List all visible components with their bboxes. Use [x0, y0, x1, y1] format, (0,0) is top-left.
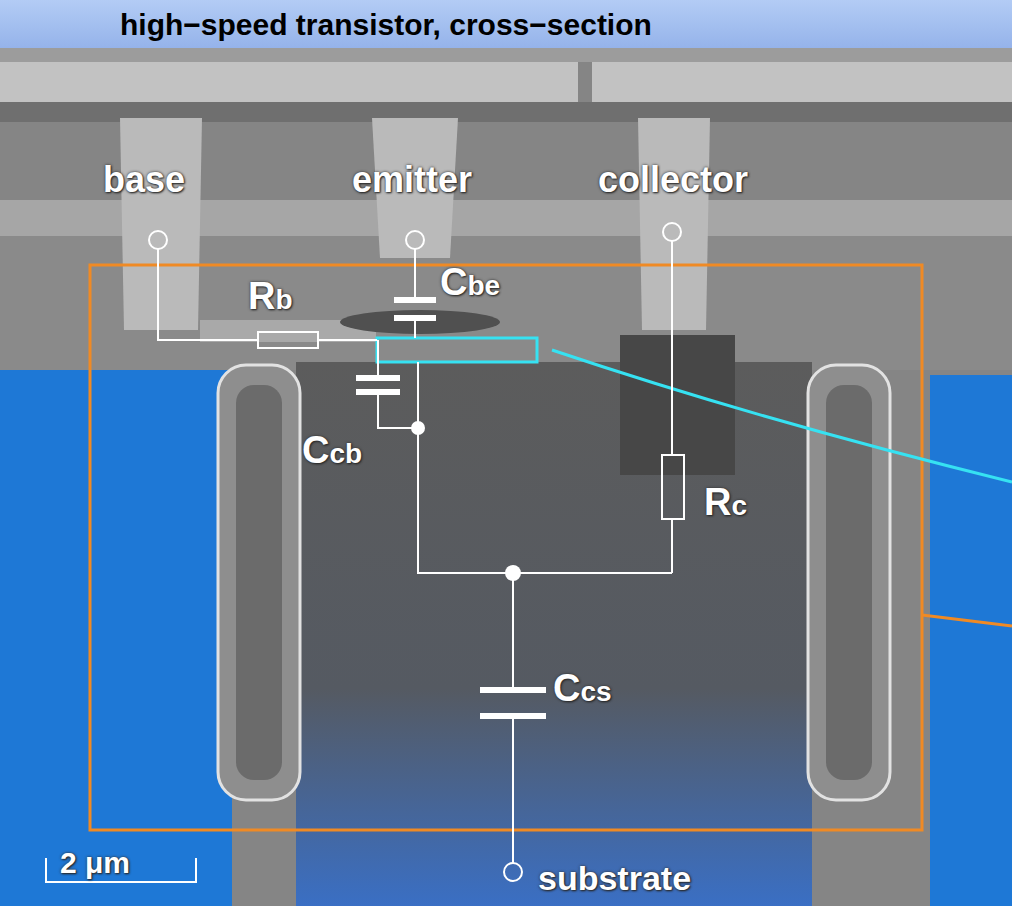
base-terminal [149, 231, 167, 249]
collector-contact [638, 118, 710, 330]
junction-dot [411, 421, 425, 435]
component-label: Ccb [302, 430, 362, 472]
wire [671, 519, 673, 573]
wire [418, 362, 672, 573]
resistor-symbol [258, 332, 318, 348]
substrate-region [930, 375, 1012, 906]
terminal-name: base [103, 160, 185, 200]
sem-ground [0, 48, 1012, 906]
title-text: high−speed transistor, cross−section [120, 8, 652, 41]
wire [512, 716, 514, 863]
junction-dot [505, 565, 521, 581]
region-frame [90, 265, 922, 830]
component-label: Ccs [553, 668, 612, 710]
capacitor-symbol [480, 713, 546, 719]
trench-fill [236, 385, 282, 780]
title-bar [0, 0, 1012, 48]
deep-trench [808, 365, 890, 800]
component-label: Cbe [440, 262, 500, 304]
scale-label: 2 μm [60, 846, 130, 879]
wire [378, 392, 418, 428]
metal-line [0, 62, 578, 102]
capacitor-symbol [394, 297, 436, 303]
capacitor-symbol [480, 687, 546, 693]
wire [414, 249, 416, 300]
top-layer [0, 48, 1012, 62]
substrate-region [0, 370, 232, 906]
wire [671, 241, 673, 455]
component-label: Rc [704, 482, 747, 524]
terminal-name: emitter [352, 160, 472, 200]
capacitor-symbol [356, 389, 400, 395]
wire [158, 249, 258, 340]
emitter-poly [340, 310, 500, 334]
base-contact [120, 118, 202, 330]
leader-line [922, 615, 1012, 626]
leader-line [552, 350, 1012, 482]
wire [512, 573, 514, 690]
terminal-name: substrate [538, 860, 691, 897]
wire [318, 339, 377, 341]
component-label: Rb [248, 276, 293, 318]
capacitor-symbol [394, 315, 436, 321]
wire [377, 340, 379, 378]
emitter-terminal [406, 231, 424, 249]
capacitor-symbol [356, 375, 400, 381]
collector-terminal [663, 223, 681, 241]
metal-line [592, 62, 1012, 102]
intrinsic-box [377, 338, 537, 362]
substrate-terminal [504, 863, 522, 881]
resistor-symbol [662, 455, 684, 519]
deep-trench [218, 365, 300, 800]
terminal-name: collector [598, 160, 748, 200]
